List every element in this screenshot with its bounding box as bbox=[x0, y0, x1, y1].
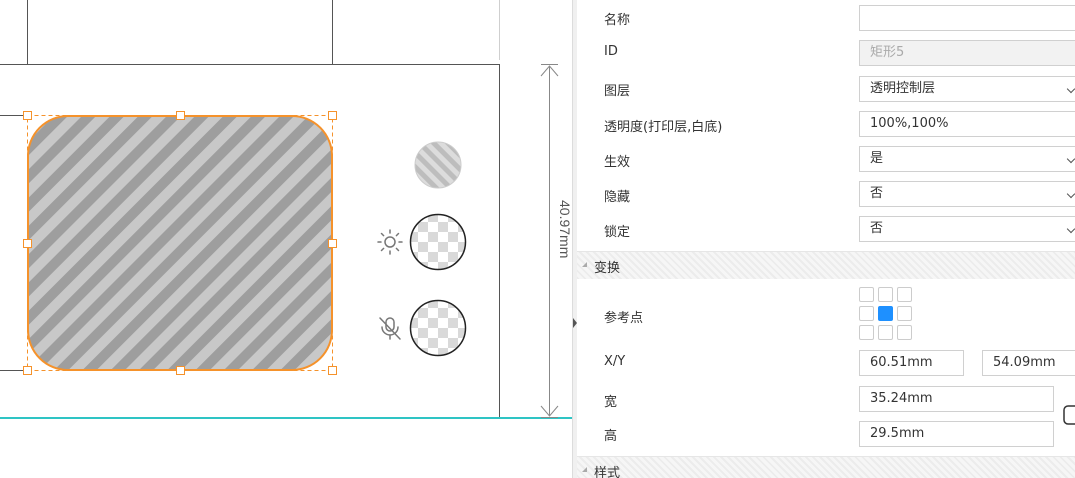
reference-point-cell[interactable] bbox=[859, 306, 874, 321]
layer-select[interactable]: 透明控制层 bbox=[859, 76, 1075, 102]
resize-handle-nw[interactable] bbox=[23, 111, 32, 120]
transparency-checker-circle-icon[interactable] bbox=[408, 212, 468, 272]
layer-label: 图层 bbox=[604, 84, 631, 99]
canvas-drawing: 40.97mm bbox=[0, 0, 572, 419]
effective-select[interactable]: 是 bbox=[859, 146, 1075, 172]
locked-select[interactable]: 否 bbox=[859, 216, 1075, 242]
transparency-checker-circle-icon[interactable] bbox=[408, 298, 468, 358]
dimension-arrow-top bbox=[540, 65, 559, 77]
section-collapse-arrow-icon bbox=[582, 467, 587, 472]
reference-point-cell[interactable] bbox=[897, 287, 912, 302]
id-field: 矩形5 bbox=[859, 40, 1075, 66]
width-field[interactable]: 35.24mm bbox=[859, 386, 1054, 412]
layer-select-value: 透明控制层 bbox=[870, 81, 936, 96]
reference-point-cell-selected[interactable] bbox=[878, 306, 893, 321]
width-label: 宽 bbox=[604, 395, 618, 410]
style-section-header[interactable]: 样式 bbox=[577, 456, 1075, 478]
dimension-label: 40.97mm bbox=[557, 200, 572, 258]
reference-point-cell[interactable] bbox=[897, 306, 912, 321]
y-field[interactable]: 54.09mm bbox=[982, 350, 1075, 376]
panel-splitter[interactable] bbox=[572, 0, 578, 478]
selected-rounded-rectangle[interactable] bbox=[27, 115, 333, 371]
reference-point-cell[interactable] bbox=[878, 325, 893, 340]
hidden-select-value: 否 bbox=[870, 186, 884, 201]
name-field[interactable] bbox=[859, 5, 1075, 31]
reference-point-cell[interactable] bbox=[859, 287, 874, 302]
x-field[interactable]: 60.51mm bbox=[859, 350, 964, 376]
resize-handle-e[interactable] bbox=[328, 239, 337, 248]
resize-handle-ne[interactable] bbox=[328, 111, 337, 120]
collapse-panel-arrow-icon[interactable] bbox=[573, 318, 577, 328]
effective-select-value: 是 bbox=[870, 151, 884, 166]
hidden-select[interactable]: 否 bbox=[859, 181, 1075, 207]
effective-label: 生效 bbox=[604, 155, 631, 170]
resize-handle-sw[interactable] bbox=[23, 366, 32, 375]
opacity-field[interactable]: 100%,100% bbox=[859, 111, 1075, 137]
mic-off-icon[interactable] bbox=[374, 312, 406, 344]
locked-select-value: 否 bbox=[870, 221, 884, 236]
reference-point-cell[interactable] bbox=[878, 287, 893, 302]
hatch-circle-icon[interactable] bbox=[412, 139, 464, 191]
reference-point-grid bbox=[859, 287, 915, 343]
dimension-arrow-bottom bbox=[540, 405, 559, 417]
hidden-label: 隐藏 bbox=[604, 190, 631, 205]
style-section-title: 样式 bbox=[594, 466, 621, 478]
link-aspect-ratio-icon[interactable] bbox=[1062, 404, 1075, 426]
name-label: 名称 bbox=[604, 13, 631, 28]
xy-label: X/Y bbox=[604, 354, 626, 369]
sun-icon[interactable] bbox=[374, 226, 406, 258]
id-label: ID bbox=[604, 44, 618, 59]
resize-handle-w[interactable] bbox=[23, 239, 32, 248]
transform-section-title: 变换 bbox=[594, 261, 621, 276]
height-field[interactable]: 29.5mm bbox=[859, 421, 1054, 447]
properties-panel: 名称 ID 矩形5 图层 透明控制层 透明度(打印层,白底) 100%,100%… bbox=[577, 0, 1075, 478]
design-canvas[interactable]: 40.97mm bbox=[0, 0, 572, 478]
resize-handle-se[interactable] bbox=[328, 366, 337, 375]
reference-point-cell[interactable] bbox=[897, 325, 912, 340]
selection-handles bbox=[23, 111, 337, 375]
transform-section-header[interactable]: 变换 bbox=[577, 251, 1075, 279]
locked-label: 锁定 bbox=[604, 225, 631, 240]
reference-point-cell[interactable] bbox=[859, 325, 874, 340]
resize-handle-s[interactable] bbox=[176, 366, 185, 375]
opacity-label: 透明度(打印层,白底) bbox=[604, 120, 723, 135]
height-label: 高 bbox=[604, 429, 618, 444]
reference-point-label: 参考点 bbox=[604, 311, 644, 326]
section-collapse-arrow-icon bbox=[582, 262, 587, 267]
resize-handle-n[interactable] bbox=[176, 111, 185, 120]
